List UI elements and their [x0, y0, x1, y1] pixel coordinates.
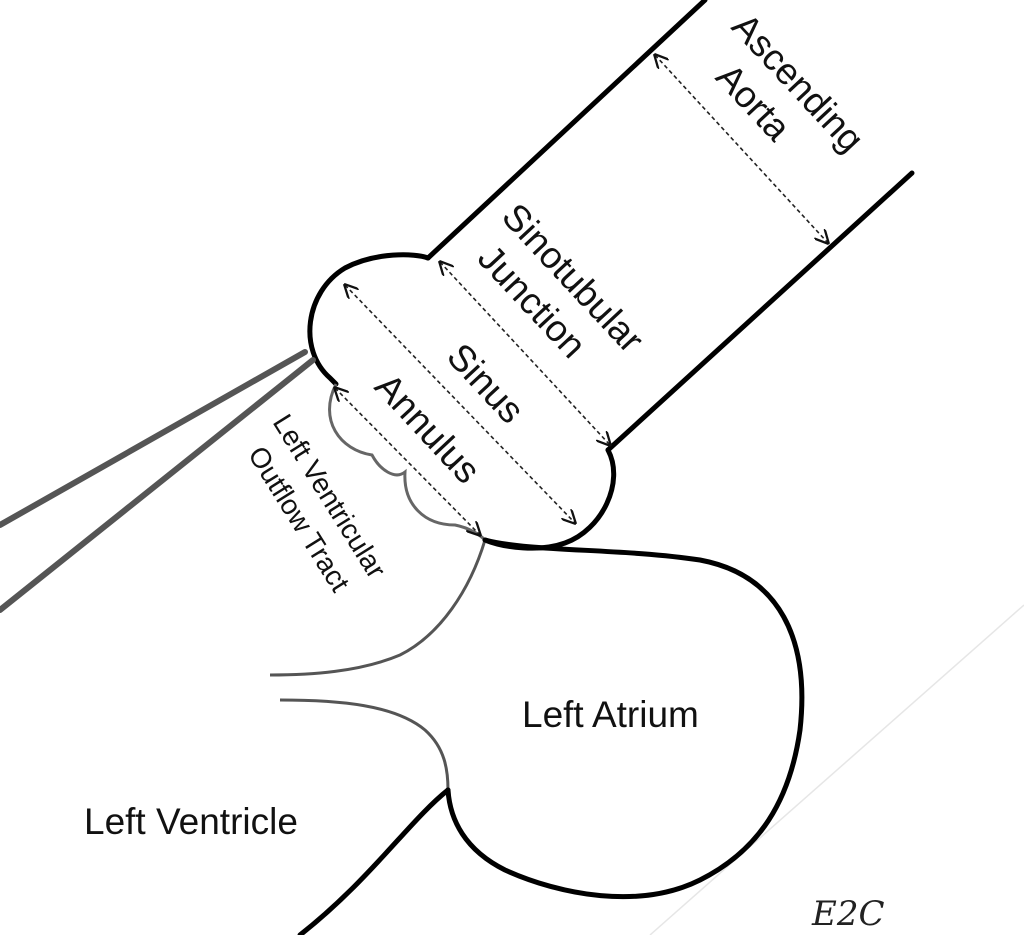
aorta-left-wall [425, 0, 708, 261]
ascending-aorta-label-group: Ascending Aorta [708, 5, 872, 159]
sinus-measure-arrow [345, 285, 575, 523]
ascending-aorta-measure-arrow [655, 55, 828, 243]
lvot-upper-wall [0, 349, 308, 528]
aorta-right-wall [605, 170, 915, 453]
left-ventricle-label: Left Ventricle [84, 801, 298, 842]
left-atrium-outline [445, 537, 805, 900]
e2c-logo: E2C [811, 894, 884, 934]
lvot-lower-wall [0, 357, 316, 613]
left-atrium-label: Left Atrium [522, 694, 699, 735]
background-guide-line [649, 604, 1024, 935]
lvot-inner-curve [269, 539, 487, 677]
sinus-label-group: Sinus [439, 335, 532, 431]
sinus-label: Sinus [439, 335, 532, 431]
mitral-leaflet-curve [279, 698, 450, 791]
lvot-label-group: Left Ventricular Outflow Tract [242, 409, 392, 597]
left-ventricle-outline [297, 787, 451, 935]
